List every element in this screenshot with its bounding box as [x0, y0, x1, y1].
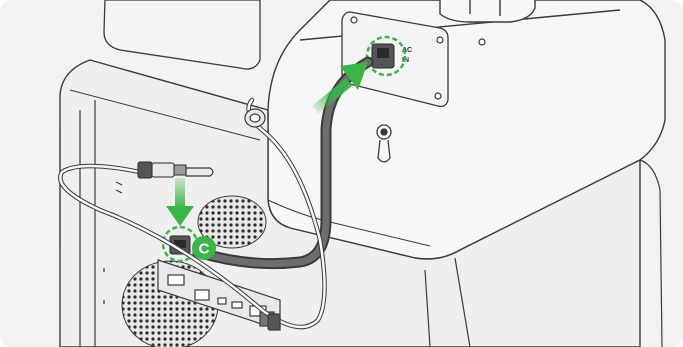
upper-handle: [440, 0, 535, 22]
lower-right-plug: [268, 314, 280, 330]
callout-badge: C: [192, 236, 216, 260]
callout-label: C: [199, 241, 210, 258]
upper-shell-left: [104, 0, 260, 69]
cable-grommet: [245, 109, 265, 127]
connector-holder: [186, 168, 213, 176]
